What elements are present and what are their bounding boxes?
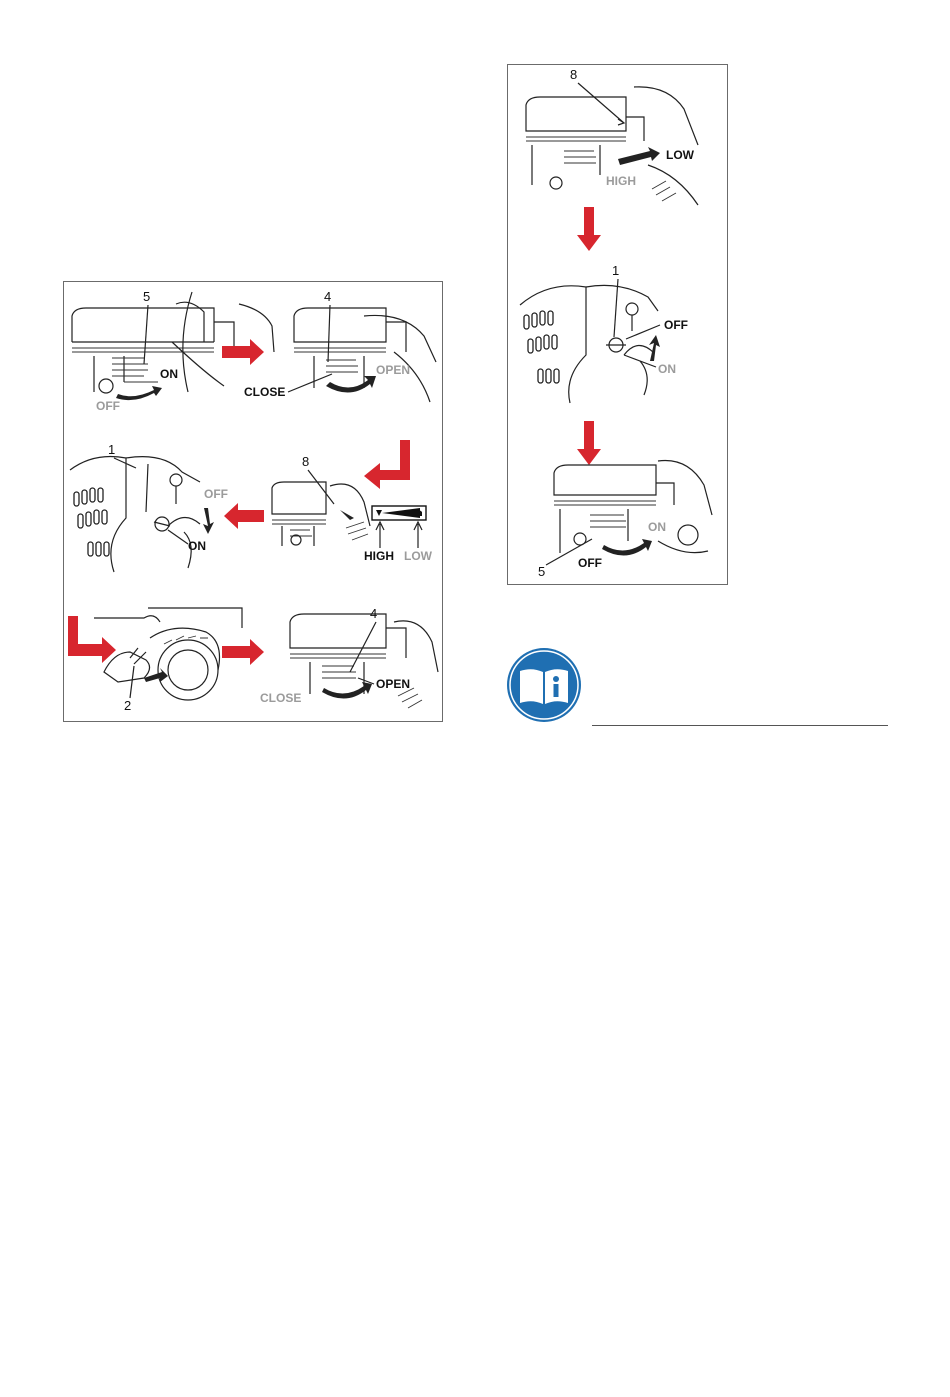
step2-close-leader: [288, 374, 332, 392]
step6-choke-arrow-icon: [322, 682, 372, 699]
step3-engine-sketch: [272, 482, 370, 546]
r-step3-callout-number: 5: [538, 564, 545, 579]
step4-off-label: OFF: [204, 487, 228, 501]
step5-starter-sketch: [94, 608, 242, 700]
step5-pull-arrow-icon: [144, 668, 168, 682]
r-step1-callout-leader: [578, 83, 624, 125]
step4-on-label: ON: [188, 539, 206, 553]
step5-callout-number: 2: [124, 698, 131, 713]
step1-switch-arrow-icon: [116, 386, 162, 400]
red-arrow-down-2-icon: [577, 421, 601, 465]
red-arrow-right-icon: [222, 339, 264, 365]
step1-off-label: OFF: [96, 399, 120, 413]
step4-on-leader: [168, 530, 188, 544]
info-section-rule: [592, 725, 888, 726]
r-step2-callout-number: 1: [612, 263, 619, 278]
step6-close-label: CLOSE: [260, 691, 301, 705]
step4-down-arrow-icon: [203, 508, 214, 534]
red-arrow-pull-icon: [68, 616, 116, 663]
red-arrow-down-icon: [577, 207, 601, 251]
r-step1-low-label: LOW: [666, 148, 695, 162]
r-step2-engine-sketch: [520, 285, 658, 403]
r-step2-on-label: ON: [658, 362, 676, 376]
step2-choke-arrow-icon: [326, 376, 376, 393]
red-arrow-right-2-icon: [222, 639, 264, 665]
low-pointer-icon: [414, 522, 422, 548]
step4-callout-leader: [114, 458, 148, 512]
stopping-procedure-figure: 8 LOW HIGH 1 OFF ON: [507, 64, 728, 585]
step3-callout-leader: [308, 470, 334, 504]
r-step3-valve-arrow-icon: [602, 539, 652, 556]
r-step1-high-label: HIGH: [606, 174, 636, 188]
r-step3-on-label: ON: [648, 520, 666, 534]
step4-callout-number: 1: [108, 442, 115, 457]
red-arrow-turn-icon: [364, 440, 410, 489]
manual-info-icon: [506, 647, 582, 723]
step6-engine-sketch: [290, 614, 438, 708]
r-step3-off-label: OFF: [578, 556, 602, 570]
step2-open-label: OPEN: [376, 363, 410, 377]
step1-callout-leader: [144, 305, 148, 364]
r-step2-callout-leader: [614, 279, 618, 337]
step3-high-label: HIGH: [364, 549, 394, 563]
step3-callout-number: 8: [302, 454, 309, 469]
step6-callout-number: 4: [370, 606, 377, 621]
red-arrow-left-icon: [224, 503, 264, 529]
step2-callout-number: 4: [324, 289, 331, 304]
step1-callout-number: 5: [143, 289, 150, 304]
r-step1-callout-number: 8: [570, 67, 577, 82]
step6-open-label: OPEN: [376, 677, 410, 691]
r-step1-throttle-arrow-icon: [618, 147, 660, 165]
step5-callout-leader: [130, 666, 134, 698]
step3-low-label: LOW: [404, 549, 433, 563]
step2-close-label: CLOSE: [244, 385, 285, 399]
r-step3-engine-sketch: [554, 461, 712, 554]
step1-on-label: ON: [160, 367, 178, 381]
step3-throttle-arrow-icon: [340, 510, 354, 520]
throttle-indicator-bar: [372, 506, 426, 520]
r-step2-up-arrow-icon: [649, 335, 660, 361]
r-step2-off-label: OFF: [664, 318, 688, 332]
step2-callout-leader: [328, 305, 330, 362]
starting-procedure-figure: 5 ON OFF 4 CLOSE OPEN 8 HIGH LO: [63, 281, 443, 722]
step2-engine-sketch: [294, 308, 436, 402]
step4-engine-sketch: [70, 457, 200, 573]
high-pointer-icon: [376, 522, 384, 548]
step6-callout-leader: [350, 622, 376, 672]
